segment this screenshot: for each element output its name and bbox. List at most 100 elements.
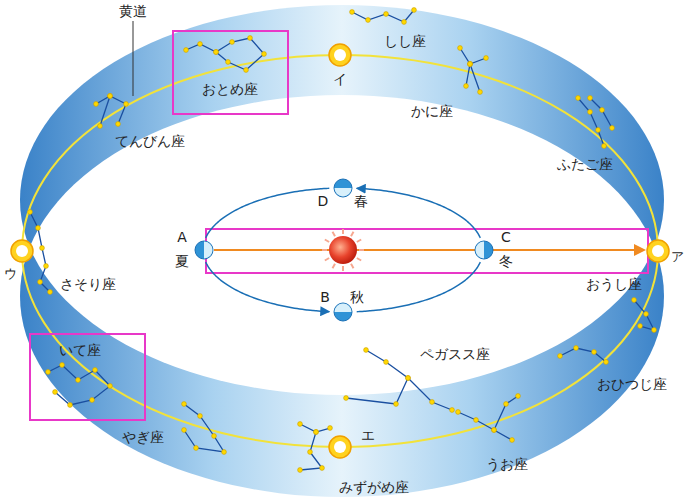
star-dot: [46, 370, 51, 375]
sun: [329, 236, 357, 264]
star-dot: [108, 94, 113, 99]
sun-ray: [357, 240, 361, 243]
earth-day: [335, 304, 352, 313]
star-dot: [412, 8, 417, 13]
sun-ray: [359, 249, 364, 251]
constellation-line: [346, 350, 408, 404]
constellation-line: [494, 396, 518, 430]
sun-ray: [322, 249, 327, 251]
sun-core: [652, 245, 664, 257]
sun-position: [647, 240, 669, 262]
star-dot: [308, 450, 313, 455]
diagram-label: ア: [671, 250, 684, 264]
star-dot: [93, 368, 98, 373]
star-dot: [632, 298, 637, 303]
star-dot: [226, 60, 231, 65]
star-dot: [248, 36, 253, 41]
star-dot: [588, 96, 593, 101]
diagram-label: ウ: [4, 267, 17, 281]
earth-night: [334, 303, 352, 321]
star-dot: [478, 90, 483, 95]
sun-ring: [11, 240, 33, 262]
sun-ray: [351, 232, 354, 236]
band-hole: [20, 95, 664, 497]
star-dot: [344, 396, 349, 401]
sun-core: [16, 245, 28, 257]
star-dot: [244, 68, 249, 73]
sun-core: [334, 441, 346, 453]
star-dot: [638, 324, 643, 329]
diagram-label: みずがめ座: [339, 480, 409, 495]
star-dot: [36, 226, 41, 231]
sun-ring: [329, 436, 351, 458]
star-dot: [298, 422, 303, 427]
earth-position: A夏: [194, 240, 214, 260]
earth-day: [335, 188, 352, 197]
sun-ray: [357, 258, 361, 261]
star-dot: [406, 376, 411, 381]
diagram-label: てんびん座: [115, 134, 185, 149]
sun-ray: [333, 264, 336, 268]
season-name: 冬: [499, 254, 513, 269]
constellation-line: [470, 64, 480, 92]
star-dot: [510, 438, 515, 443]
star-dot: [314, 430, 319, 435]
star-dot: [492, 428, 497, 433]
constellation-line: [96, 96, 126, 124]
star-dot: [394, 402, 399, 407]
star-dot: [328, 426, 333, 431]
star-dot: [450, 408, 455, 413]
earth-symbol: [333, 178, 353, 198]
star-dot: [474, 418, 479, 423]
position-letter: C: [501, 230, 511, 245]
star-dot: [108, 384, 113, 389]
star-dot: [366, 18, 371, 23]
ecliptic-line: [22, 55, 658, 447]
star-dot: [230, 40, 235, 45]
orbit-arrow: [357, 262, 481, 312]
highlight-box: おとめ座: [172, 30, 289, 115]
constellation-line: [560, 348, 606, 362]
star-dot: [468, 62, 473, 67]
sun-core: [334, 49, 346, 61]
earth-symbol: [194, 240, 214, 260]
earth-night: [475, 241, 493, 259]
earth-position: C冬: [474, 240, 494, 260]
earth-position: D春: [333, 178, 353, 198]
star-dot: [468, 62, 473, 67]
star-dot: [90, 398, 95, 403]
constellation-line: [186, 38, 264, 70]
constellation-line: [100, 96, 110, 126]
sun-ring: [647, 240, 669, 262]
star-dot: [492, 428, 497, 433]
earth-night: [195, 241, 213, 259]
star-dot: [402, 20, 407, 25]
star-dot: [28, 210, 33, 215]
star-dot: [44, 264, 49, 269]
star-dot: [430, 400, 435, 405]
star-dot: [214, 50, 219, 55]
direction-arrow: [214, 249, 636, 251]
diagram-label: ペガスス座: [420, 347, 490, 362]
diagram-label: しし座: [384, 34, 426, 49]
sun-rays: [322, 229, 364, 271]
star-dot: [558, 354, 563, 359]
diagram-label: おひつじ座: [597, 377, 667, 392]
star-dot: [592, 350, 597, 355]
star-dot: [464, 84, 469, 89]
sun-ray: [342, 266, 344, 271]
star-dot: [198, 42, 203, 47]
constellation-line: [300, 432, 322, 470]
constellation-line: [460, 48, 486, 64]
star-dot: [588, 110, 593, 115]
star-dot: [76, 378, 81, 383]
star-dot: [406, 376, 411, 381]
star-dot: [610, 126, 615, 131]
diagram-label: ふたご座: [557, 157, 613, 172]
star-dot: [262, 52, 267, 57]
season-name: 夏: [175, 254, 189, 269]
sun-ray: [325, 240, 329, 243]
earth-day: [204, 242, 213, 259]
star-dot: [116, 122, 121, 127]
constellation-name: いて座: [59, 343, 101, 358]
